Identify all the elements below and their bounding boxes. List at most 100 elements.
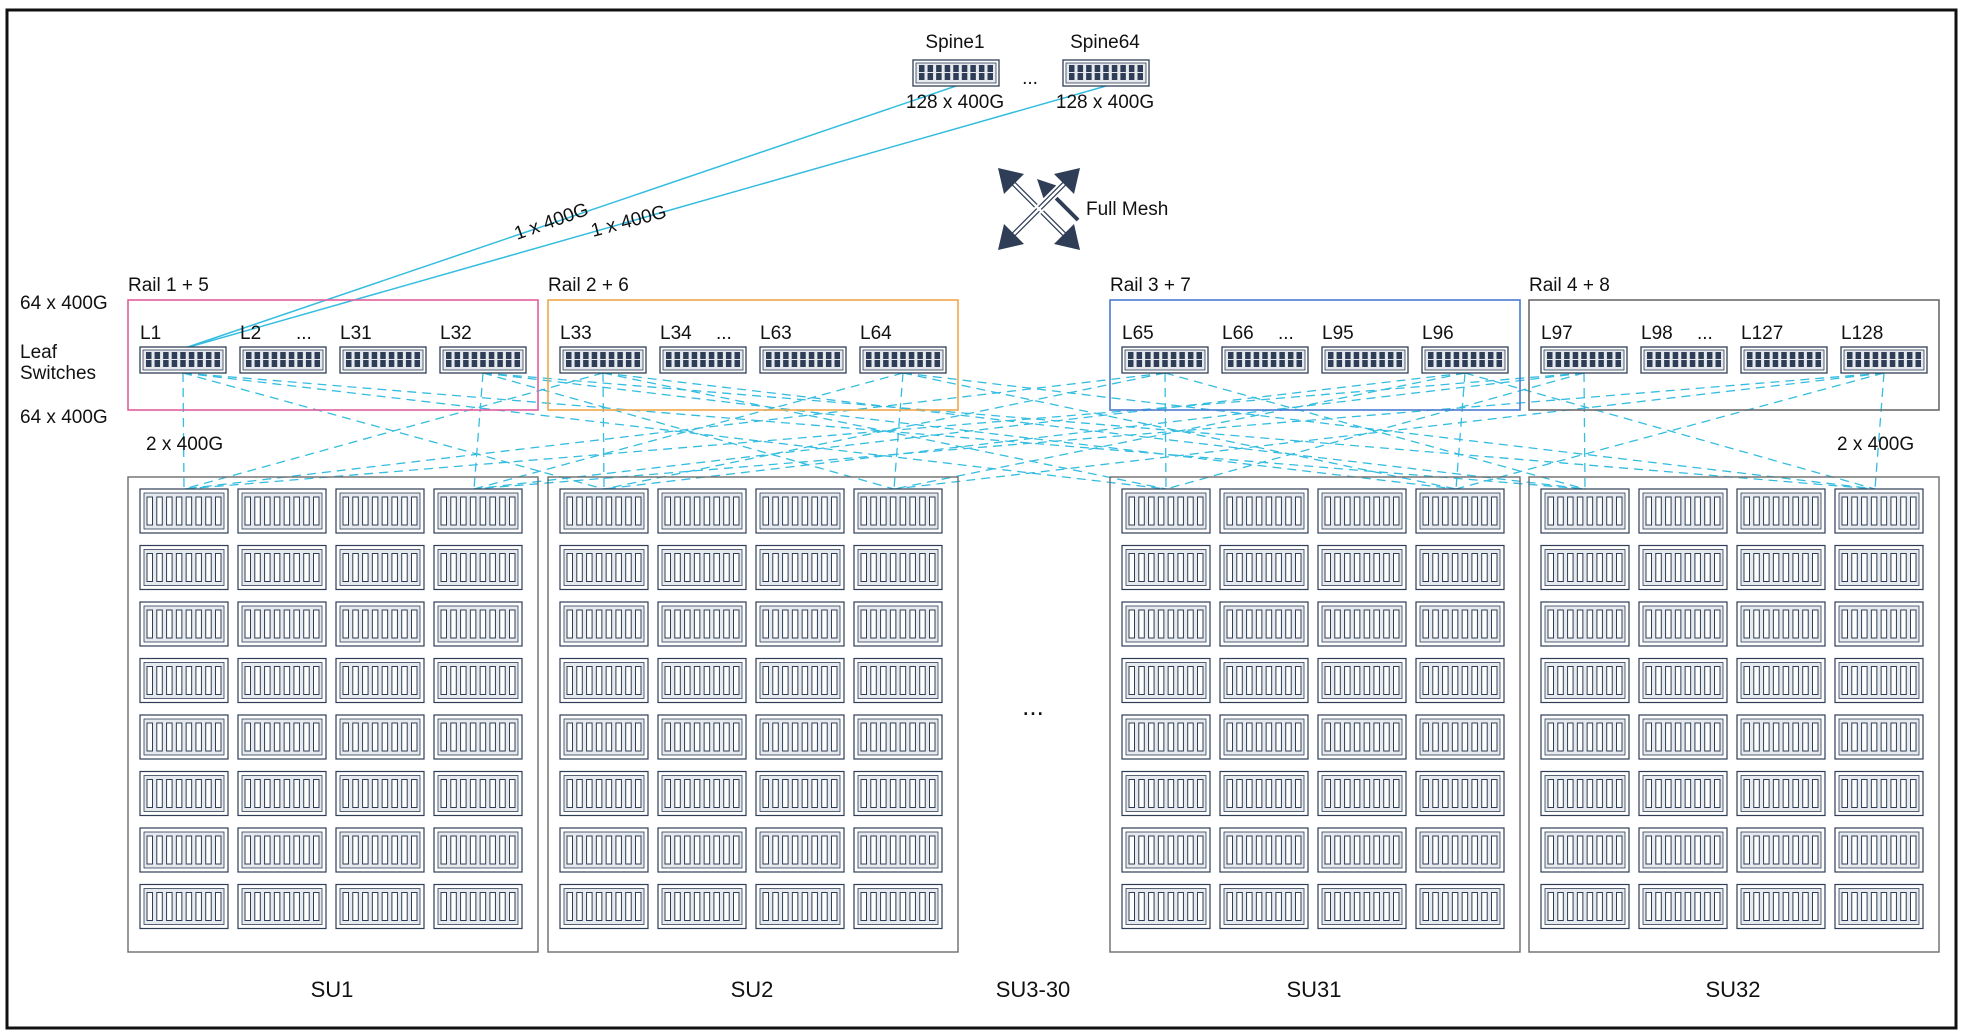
gpu-server-su2-r4c3 — [755, 657, 845, 704]
rail-box-3 — [1109, 299, 1521, 411]
gpu-server-su4-r3c4 — [1834, 601, 1924, 647]
gpu-server-su4-r2c2 — [1638, 544, 1728, 591]
gpu-server-su1-r4c4 — [433, 657, 523, 704]
gpu-server-su2-r7c1 — [559, 827, 649, 873]
downlink-29 — [893, 372, 1885, 490]
downlink-9 — [602, 372, 605, 490]
gpu-server-su3-r6c3 — [1317, 770, 1407, 817]
rail-title-4: Rail 4 + 8 — [1529, 275, 1610, 296]
leaf-label-l96: L96 — [1422, 323, 1454, 344]
leaf-switch-l95 — [1321, 346, 1409, 374]
gpu-server-su1-r7c2 — [237, 827, 327, 873]
gpu-server-su3-r1c2 — [1219, 488, 1309, 534]
gpu-server-su3-r4c2 — [1219, 657, 1309, 704]
gpu-server-su2-r8c2 — [657, 883, 747, 930]
gpu-server-su4-r4c1 — [1540, 657, 1630, 704]
gpu-server-su2-r1c3 — [755, 488, 845, 534]
gpu-server-su1-r8c4 — [433, 883, 523, 930]
gpu-server-su3-r7c1 — [1121, 827, 1211, 873]
gpu-server-su1-r6c2 — [237, 770, 327, 817]
leaf-switch-l97 — [1540, 346, 1628, 374]
gpu-server-su1-r7c4 — [433, 827, 523, 873]
gpu-server-su2-r4c2 — [657, 657, 747, 704]
spine-switch-first — [912, 59, 1000, 87]
downlink-15 — [902, 372, 1876, 490]
downlink-14 — [902, 372, 1457, 490]
gpu-server-su3-r3c4 — [1415, 601, 1505, 647]
gpu-server-su2-r3c1 — [559, 601, 649, 647]
gpu-server-su1-r1c1 — [139, 488, 229, 534]
gpu-server-su2-r4c4 — [853, 657, 943, 704]
su-box-1 — [127, 476, 539, 953]
gpu-server-su3-r4c1 — [1121, 657, 1211, 704]
gpu-server-su4-r5c2 — [1638, 714, 1728, 760]
spine-ellipsis: ... — [1022, 68, 1038, 89]
leaf-label-l127: L127 — [1741, 323, 1783, 344]
rail-ellipsis-2: ... — [716, 323, 732, 344]
gpu-server-su4-r4c4 — [1834, 657, 1924, 704]
gpu-server-su4-r5c1 — [1540, 714, 1630, 760]
cross-arrows-icon — [1037, 179, 1080, 222]
rail-ellipsis-1: ... — [296, 323, 312, 344]
gpu-server-su2-r2c4 — [853, 544, 943, 591]
gpu-server-su1-r7c3 — [335, 827, 425, 873]
downlink-23 — [1464, 372, 1876, 490]
leaf-switch-l128 — [1840, 346, 1928, 374]
gpu-server-su2-r5c4 — [853, 714, 943, 760]
rail-title-2: Rail 2 + 6 — [548, 275, 629, 296]
gpu-server-su2-r8c1 — [559, 883, 649, 930]
gpu-server-su1-r2c1 — [139, 544, 229, 591]
gpu-server-su2-r2c1 — [559, 544, 649, 591]
gpu-server-su1-r3c1 — [139, 601, 229, 647]
spine-switch-last — [1062, 59, 1150, 87]
gpu-server-su1-r2c2 — [237, 544, 327, 591]
downlink-left-label: 2 x 400G — [146, 434, 223, 455]
spine-last-label: Spine64 — [1070, 32, 1140, 53]
gpu-server-su2-r7c2 — [657, 827, 747, 873]
uplink-label-a: 1 x 400G — [512, 199, 592, 245]
leaf-label-l34: L34 — [660, 323, 692, 344]
leaf-switch-l2 — [239, 346, 327, 374]
gpu-server-su4-r2c3 — [1736, 544, 1826, 591]
rail-ellipsis-3: ... — [1278, 323, 1294, 344]
gpu-server-su1-r5c2 — [237, 714, 327, 760]
leaf-switch-l34 — [659, 346, 747, 374]
su-box-3 — [1109, 476, 1521, 953]
gpu-server-su2-r6c1 — [559, 770, 649, 817]
downlink-0 — [182, 372, 185, 490]
leaf-label-l64: L64 — [860, 323, 892, 344]
leaf-label-l128: L128 — [1841, 323, 1883, 344]
leaf-switch-l96 — [1421, 346, 1509, 374]
gpu-server-su1-r8c2 — [237, 883, 327, 930]
gpu-server-su3-r7c2 — [1219, 827, 1309, 873]
gpu-server-su1-r2c3 — [335, 544, 425, 591]
gpu-server-su4-r6c1 — [1540, 770, 1630, 817]
leaf-label-l66: L66 — [1222, 323, 1254, 344]
gpu-server-su3-r5c1 — [1121, 714, 1211, 760]
gpu-server-su4-r4c3 — [1736, 657, 1826, 704]
gpu-server-su4-r3c2 — [1638, 601, 1728, 647]
gpu-server-su2-r5c2 — [657, 714, 747, 760]
downlink-5 — [482, 372, 895, 490]
rail-ellipsis-4: ... — [1697, 323, 1713, 344]
gpu-server-su1-r1c3 — [335, 488, 425, 534]
gpu-server-su2-r3c2 — [657, 601, 747, 647]
gpu-server-su1-r3c3 — [335, 601, 425, 647]
mesh-arrows — [998, 168, 1080, 250]
leaf-down-ports: 64 x 400G — [20, 407, 108, 428]
su-box-2 — [547, 476, 959, 953]
leaf-switch-l63 — [759, 346, 847, 374]
downlink-28 — [473, 372, 1885, 490]
gpu-server-su2-r5c1 — [559, 714, 649, 760]
leaf-label-l2: L2 — [240, 323, 261, 344]
gpu-server-su2-r3c4 — [853, 601, 943, 647]
gpu-server-su2-r4c1 — [559, 657, 649, 704]
group-boxes — [127, 299, 1940, 953]
gpu-server-su3-r1c1 — [1121, 488, 1211, 534]
gpu-server-su1-r4c2 — [237, 657, 327, 704]
leaf-switch-l65 — [1121, 346, 1209, 374]
downlink-24 — [183, 372, 1585, 490]
middle-units-label: SU3-30 — [996, 977, 1071, 1002]
gpu-server-su1-r8c1 — [139, 883, 229, 930]
gpu-server-su1-r6c3 — [335, 770, 425, 817]
